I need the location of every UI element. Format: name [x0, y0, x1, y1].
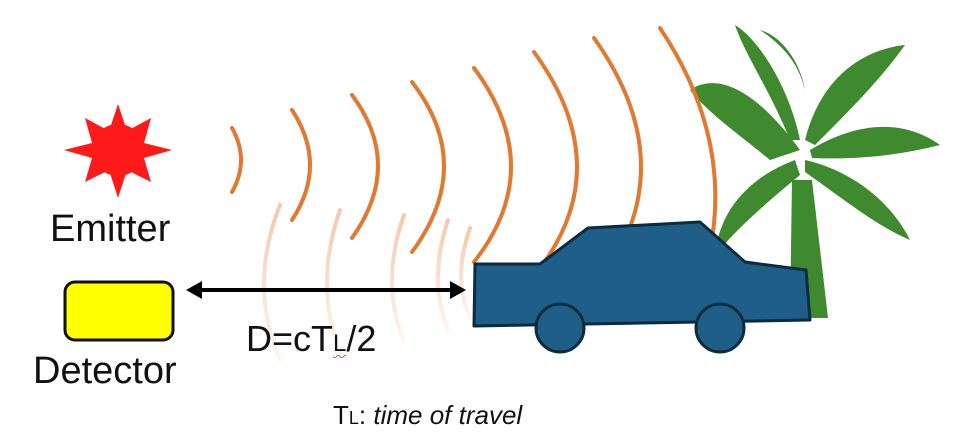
return-wave-arc: [459, 226, 472, 320]
caption-text: time of travel: [373, 400, 523, 430]
wave-arc: [230, 126, 243, 194]
detector-label: Detector: [33, 350, 177, 392]
wave-arc: [472, 66, 513, 264]
return-waves: [262, 203, 472, 362]
emitter-star-icon: [64, 104, 172, 198]
return-wave-arc: [390, 213, 406, 344]
emitter-label: Emitter: [50, 208, 171, 250]
wave-arc: [410, 80, 446, 254]
distance-subscript: L: [333, 330, 347, 357]
caption: TL: time of travel: [333, 400, 522, 431]
caption-symbol: T: [333, 400, 349, 430]
palm-tree-icon: [690, 25, 940, 318]
caption-separator: :: [358, 400, 374, 430]
car-icon: [472, 220, 812, 354]
return-wave-arc: [325, 208, 342, 354]
wave-arc: [532, 50, 579, 278]
wave-arc: [350, 93, 380, 240]
wave-arc: [290, 108, 312, 222]
distance-suffix: /2: [346, 318, 377, 359]
distance-arrow: [186, 281, 466, 299]
return-wave-arc: [436, 218, 450, 332]
caption-subscript: L: [348, 408, 359, 428]
return-wave-arc: [262, 203, 282, 362]
distance-prefix: D=cT: [246, 318, 334, 359]
distance-formula: D=cTL/2: [246, 318, 376, 360]
detector-box-icon: [63, 280, 175, 342]
